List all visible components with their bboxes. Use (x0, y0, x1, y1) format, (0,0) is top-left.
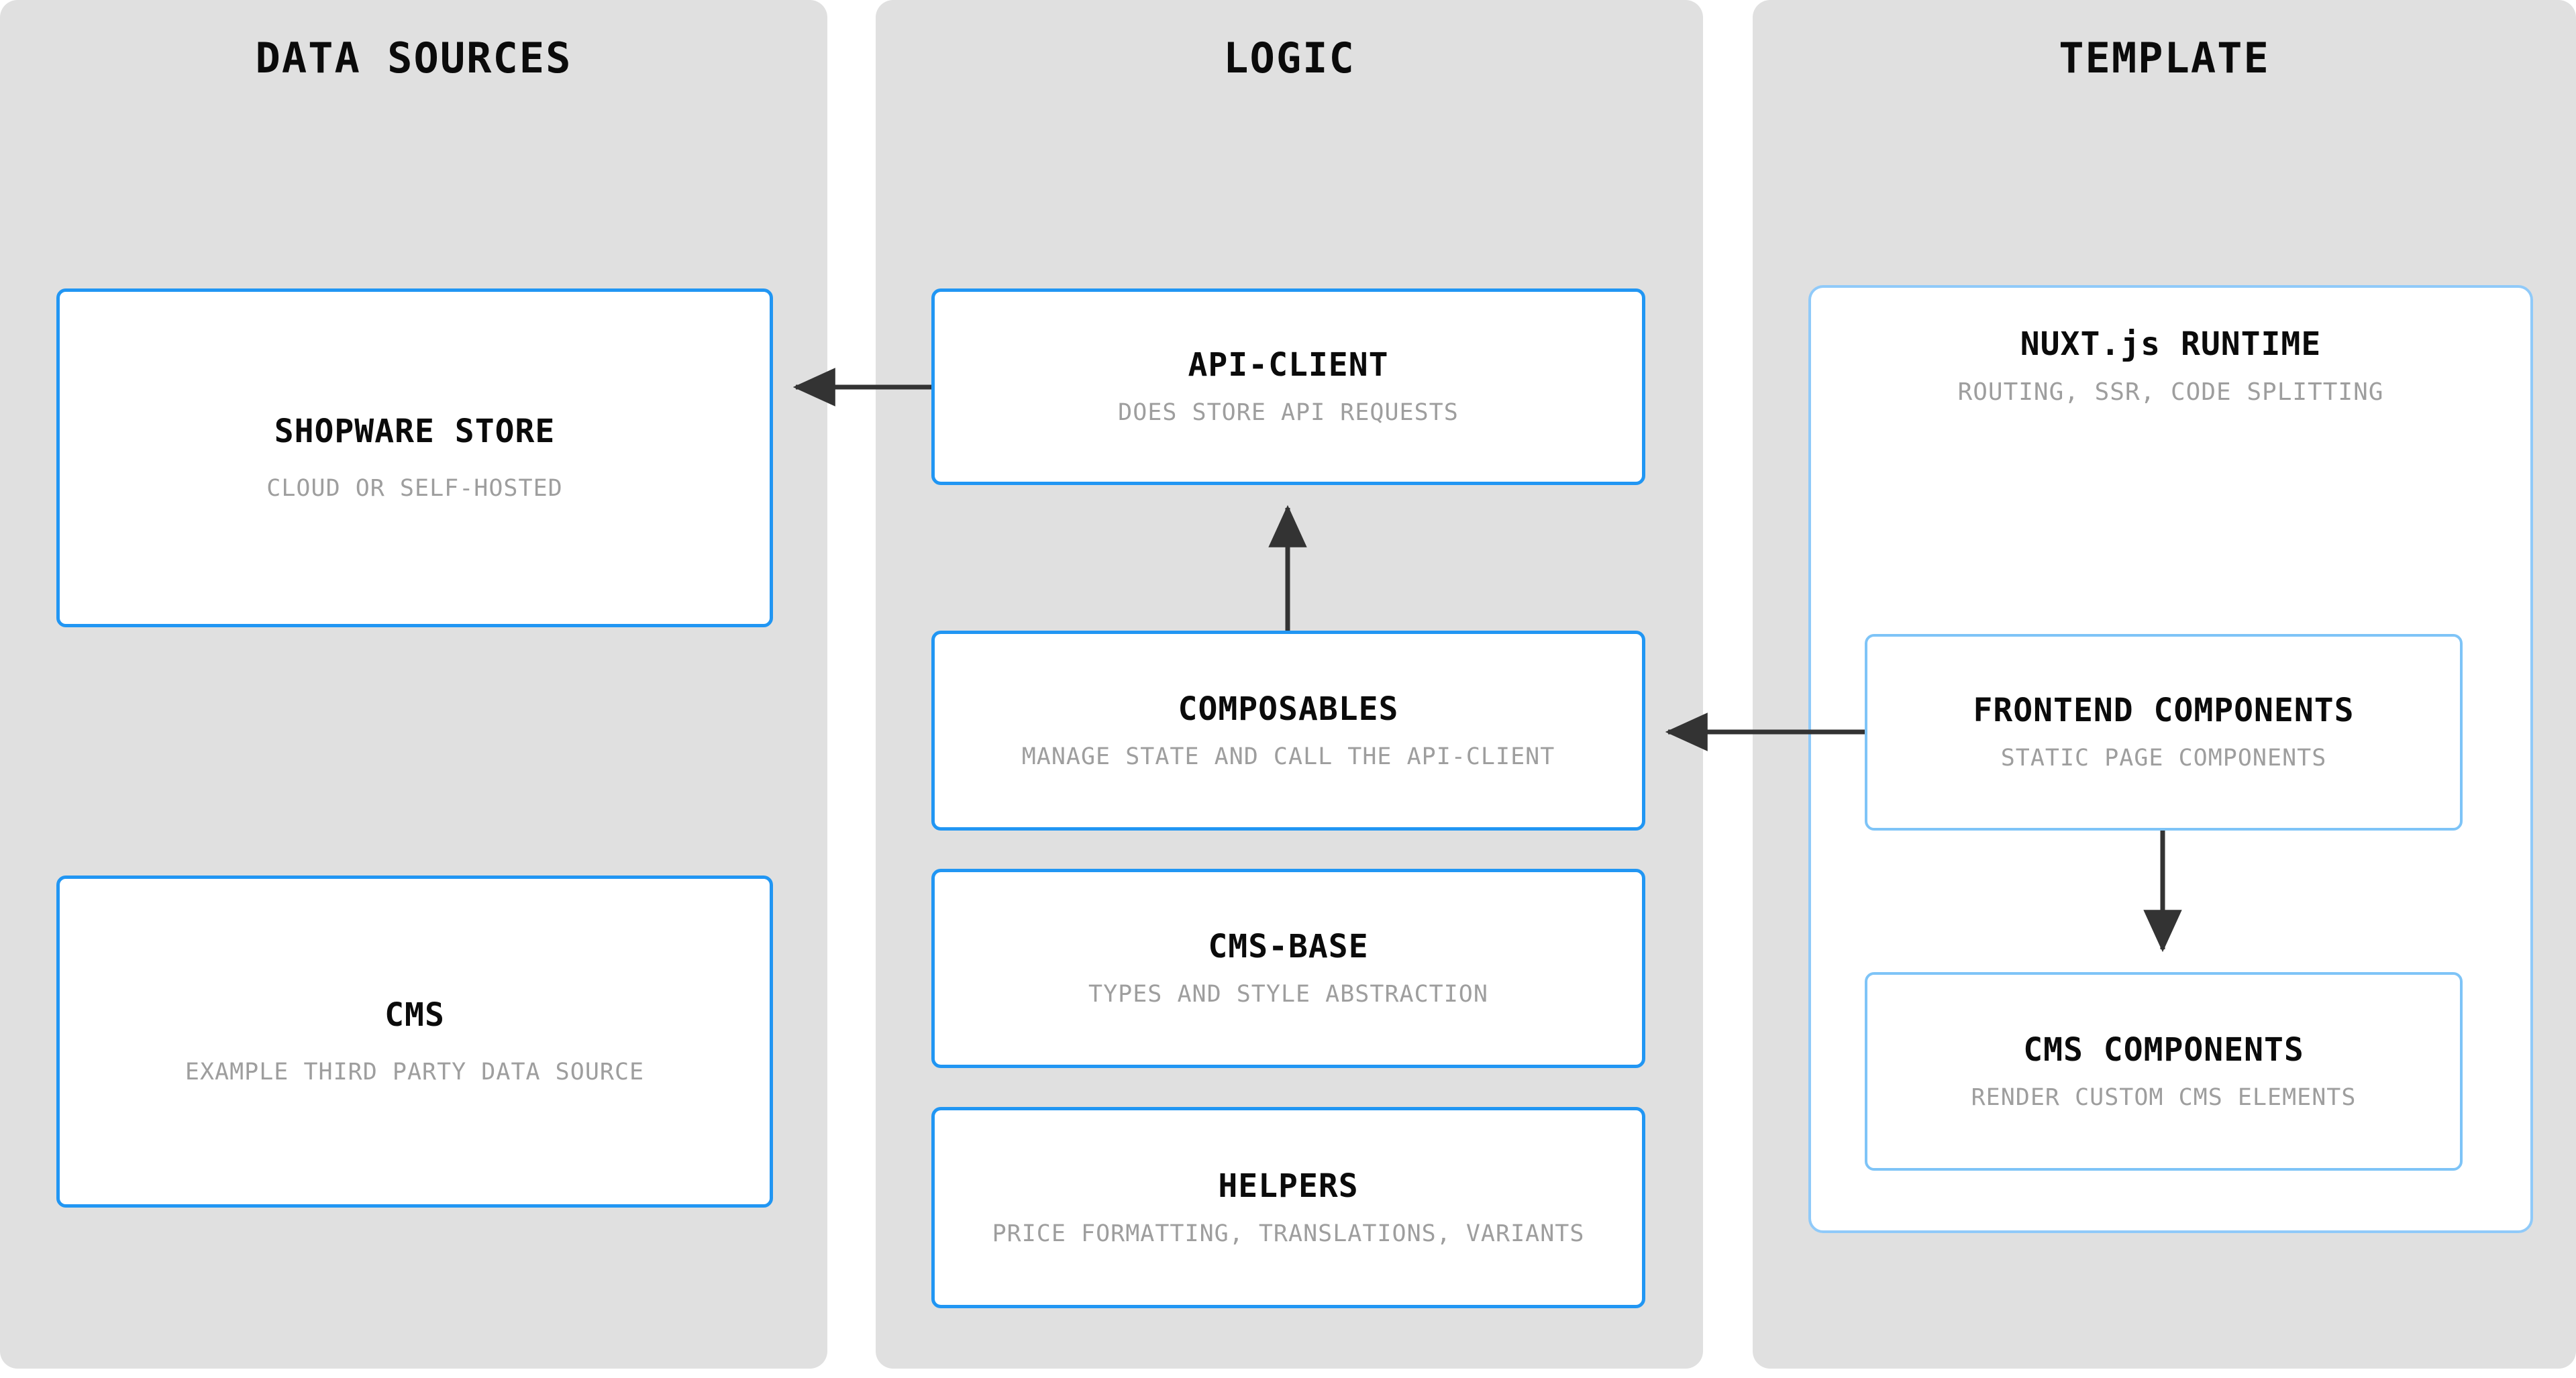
node-title-frontend-components: FRONTEND COMPONENTS (1973, 692, 2355, 729)
node-title-composables: COMPOSABLES (1178, 690, 1399, 728)
node-shopware-store[interactable]: SHOPWARE STORE CLOUD OR SELF-HOSTED (56, 288, 773, 627)
node-title-nuxt-runtime: NUXT.js RUNTIME (2020, 325, 2322, 363)
node-subtitle-cms-components: RENDER CUSTOM CMS ELEMENTS (1971, 1083, 2357, 1111)
column-title-template: TEMPLATE (2059, 34, 2270, 83)
node-cms-components[interactable]: CMS COMPONENTS RENDER CUSTOM CMS ELEMENT… (1865, 972, 2463, 1171)
node-composables[interactable]: COMPOSABLES MANAGE STATE AND CALL THE AP… (931, 631, 1645, 831)
node-subtitle-helpers: PRICE FORMATTING, TRANSLATIONS, VARIANTS (992, 1220, 1585, 1247)
node-subtitle-nuxt-runtime: ROUTING, SSR, CODE SPLITTING (1957, 378, 2384, 406)
node-cms[interactable]: CMS EXAMPLE THIRD PARTY DATA SOURCE (56, 876, 773, 1208)
node-subtitle-cms-base: TYPES AND STYLE ABSTRACTION (1088, 981, 1488, 1008)
node-frontend-components[interactable]: FRONTEND COMPONENTS STATIC PAGE COMPONEN… (1865, 634, 2463, 831)
column-title-data-sources: DATA SOURCES (255, 34, 572, 83)
node-subtitle-shopware-store: CLOUD OR SELF-HOSTED (266, 475, 563, 502)
node-title-shopware-store: SHOPWARE STORE (274, 413, 556, 450)
column-title-logic: LOGIC (1223, 34, 1355, 83)
node-subtitle-frontend-components: STATIC PAGE COMPONENTS (2000, 745, 2327, 772)
node-subtitle-api-client: DOES STORE API REQUESTS (1118, 399, 1459, 426)
node-subtitle-composables: MANAGE STATE AND CALL THE API-CLIENT (1021, 743, 1555, 770)
node-title-helpers: HELPERS (1218, 1167, 1359, 1205)
node-cms-base[interactable]: CMS-BASE TYPES AND STYLE ABSTRACTION (931, 869, 1645, 1068)
node-subtitle-cms: EXAMPLE THIRD PARTY DATA SOURCE (185, 1059, 645, 1085)
node-title-cms: CMS (384, 996, 445, 1034)
node-title-cms-base: CMS-BASE (1208, 928, 1369, 965)
node-title-api-client: API-CLIENT (1188, 346, 1389, 384)
node-api-client[interactable]: API-CLIENT DOES STORE API REQUESTS (931, 288, 1645, 485)
node-helpers[interactable]: HELPERS PRICE FORMATTING, TRANSLATIONS, … (931, 1107, 1645, 1308)
node-title-cms-components: CMS COMPONENTS (2023, 1030, 2304, 1069)
